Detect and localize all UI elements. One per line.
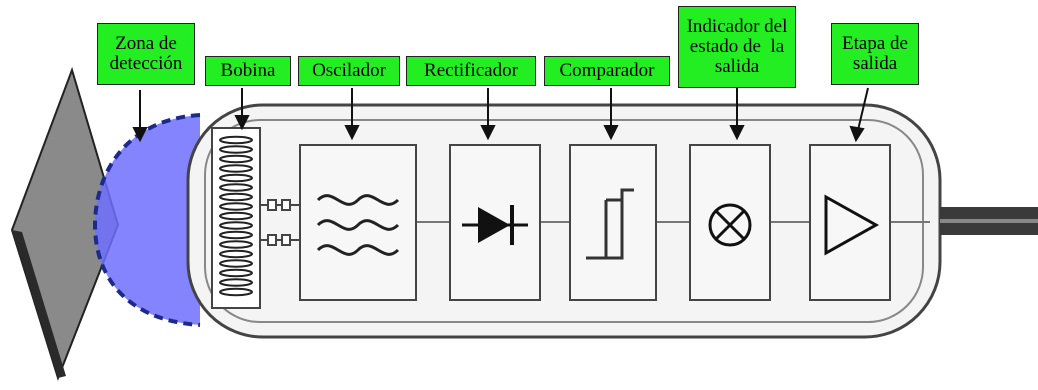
coil-loop xyxy=(219,221,253,230)
diode-icon xyxy=(462,205,528,245)
coil-loop xyxy=(219,173,253,183)
indicator-block xyxy=(689,144,771,301)
comparator-block xyxy=(569,144,657,301)
coil-connector xyxy=(260,199,300,246)
detection-zone xyxy=(95,115,200,325)
lamp-cross-icon xyxy=(708,203,752,247)
coil-icon xyxy=(219,135,253,297)
label-comparador: Comparador xyxy=(544,56,670,86)
metal-target-edge xyxy=(12,230,66,378)
coil-loop xyxy=(219,145,253,154)
coil-loop xyxy=(219,164,253,173)
coil-loop xyxy=(219,240,253,249)
coil-loop xyxy=(219,249,253,259)
coil-loop xyxy=(219,192,253,202)
pointer-arrows xyxy=(132,87,869,143)
sine-waves-icon xyxy=(316,194,400,256)
oscillator-block xyxy=(299,144,417,301)
amplifier-triangle-icon xyxy=(824,194,880,256)
coil-loop xyxy=(219,287,253,297)
hysteresis-icon xyxy=(586,188,634,260)
output-stage-block xyxy=(809,144,891,301)
label-rectificador: Rectificador xyxy=(406,56,536,86)
coil-loop xyxy=(219,230,253,240)
coil-loop xyxy=(219,202,253,211)
label-oscilador: Oscilador xyxy=(298,56,400,86)
coil-loop xyxy=(219,259,253,268)
coil-loop xyxy=(219,154,253,164)
coil-loop xyxy=(219,183,253,192)
label-bobina: Bobina xyxy=(205,56,291,86)
coil-loop xyxy=(219,278,253,287)
coil-loop xyxy=(219,135,253,145)
coil-loop xyxy=(219,268,253,278)
coil-loop xyxy=(219,211,253,221)
